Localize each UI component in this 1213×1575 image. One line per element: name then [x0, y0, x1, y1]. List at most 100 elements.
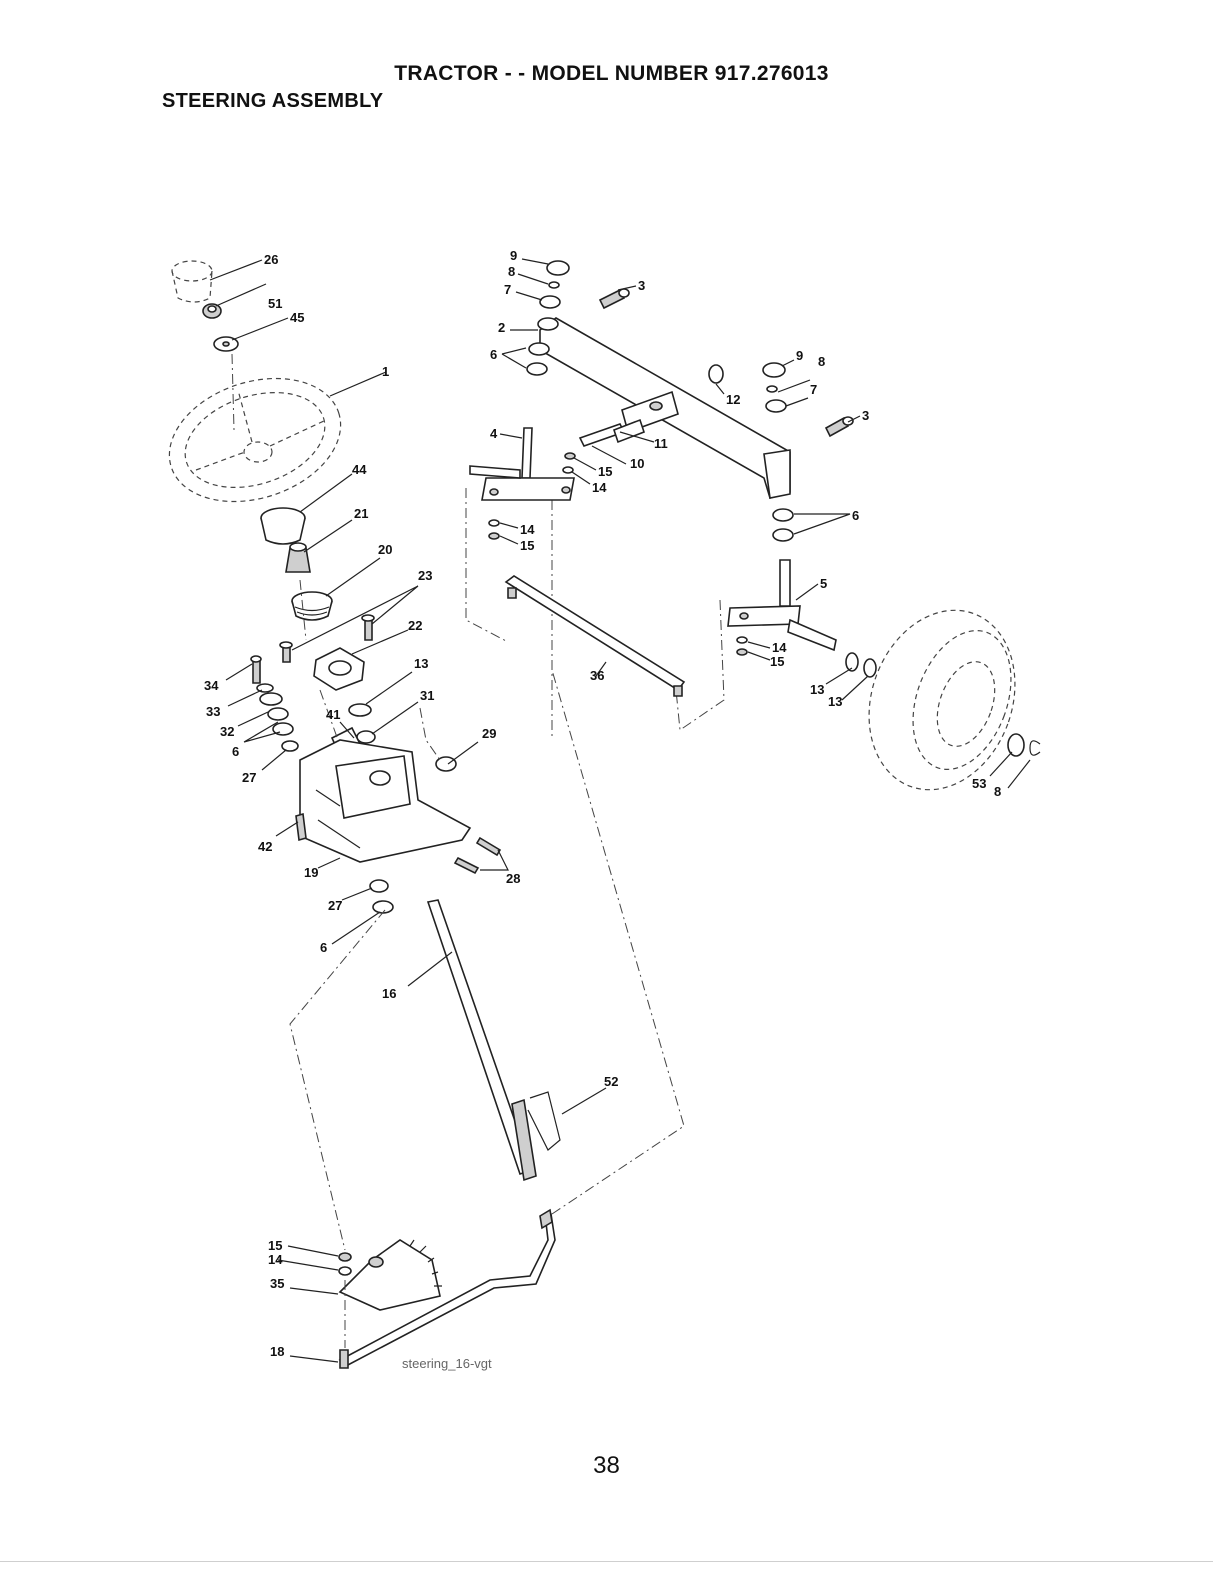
callout: 3	[862, 408, 869, 423]
callout: 27	[328, 898, 342, 913]
callout: 33	[206, 704, 220, 719]
washer-part	[1008, 734, 1024, 756]
bottom-rule	[0, 1561, 1213, 1562]
bearing-flange-part	[314, 648, 364, 690]
callout: 14	[592, 480, 607, 495]
callout: 51	[268, 296, 282, 311]
nut-part	[339, 1253, 351, 1261]
callout: 13	[828, 694, 842, 709]
sector-gear-part	[340, 1240, 442, 1310]
bushing-part	[370, 880, 388, 892]
bearing-part	[529, 343, 549, 355]
callout: 45	[290, 310, 304, 325]
bushing-part	[709, 365, 723, 383]
callout: 12	[726, 392, 740, 407]
callout: 5	[820, 576, 827, 591]
washer-part	[349, 704, 371, 716]
washer-part	[540, 296, 560, 308]
grease-fitting-part	[826, 417, 853, 436]
steering-shaft-part	[428, 900, 536, 1180]
bushing-part	[357, 731, 375, 743]
front-tire-part	[845, 590, 1039, 811]
callout: 18	[270, 1344, 284, 1359]
callout: 22	[408, 618, 422, 633]
callout: 14	[520, 522, 535, 537]
washer-part	[563, 467, 573, 473]
front-axle-part	[538, 318, 790, 498]
cap-part	[763, 363, 785, 377]
callout: 44	[352, 462, 367, 477]
callout: 15	[770, 654, 784, 669]
spacer-part	[268, 708, 288, 720]
callout: 6	[490, 347, 497, 362]
bearing-part	[527, 363, 547, 375]
callout: 21	[354, 506, 368, 521]
spindle-part	[470, 428, 574, 500]
screw-part	[455, 858, 478, 873]
callout: 8	[994, 784, 1001, 799]
callout: 23	[418, 568, 432, 583]
washer-part	[339, 1267, 351, 1275]
callout: 35	[270, 1276, 284, 1291]
steering-adapter-part	[286, 543, 310, 572]
retainer-clip-part	[1030, 741, 1040, 755]
callout: 20	[378, 542, 392, 557]
callout: 11	[654, 436, 668, 451]
callout: 7	[810, 382, 817, 397]
bearing-part	[773, 529, 793, 541]
callout: 36	[590, 668, 604, 683]
bearing-part	[373, 901, 393, 913]
callout: 10	[630, 456, 644, 471]
callout: 32	[220, 724, 234, 739]
callout: 13	[810, 682, 824, 697]
callout: 6	[232, 744, 239, 759]
nut-part	[203, 304, 221, 318]
steering-cap-part	[172, 261, 212, 302]
retainer-part	[767, 386, 777, 392]
washer-part	[737, 637, 747, 643]
callout: 19	[304, 865, 318, 880]
callout: 42	[258, 839, 272, 854]
drawing-reference: steering_16-vgt	[402, 1356, 492, 1371]
callout: 9	[796, 348, 803, 363]
callout: 14	[268, 1252, 283, 1267]
page-number: 38	[0, 1452, 1213, 1480]
grease-fitting-part	[600, 289, 629, 308]
callout: 3	[638, 278, 645, 293]
callout: 34	[204, 678, 219, 693]
callout: 6	[852, 508, 859, 523]
callout: 53	[972, 776, 986, 791]
callout: 16	[382, 986, 396, 1001]
screw-part	[477, 838, 500, 855]
callout: 15	[520, 538, 534, 553]
steering-boot-part	[261, 508, 305, 544]
callout: 6	[320, 940, 327, 955]
callout: 8	[818, 354, 825, 369]
washer-part	[766, 400, 786, 412]
callout: 7	[504, 282, 511, 297]
nut-part	[737, 649, 747, 655]
bellows-part	[292, 592, 332, 620]
callout: 9	[510, 248, 517, 263]
callout: 28	[506, 871, 520, 886]
callout: 52	[604, 1074, 618, 1089]
callout: 15	[268, 1238, 282, 1253]
washer-part	[489, 520, 499, 526]
cap-part	[547, 261, 569, 275]
washer-part	[864, 659, 876, 677]
retainer-part	[549, 282, 559, 288]
callout: 8	[508, 264, 515, 279]
bearing-part	[773, 509, 793, 521]
callout: 14	[772, 640, 787, 655]
nut-part	[565, 453, 575, 459]
callout: 13	[414, 656, 428, 671]
assembly-guide-lines	[232, 354, 724, 1348]
washer-part	[260, 693, 282, 705]
callout: 29	[482, 726, 496, 741]
callout: 4	[490, 426, 498, 441]
callout: 2	[498, 320, 505, 335]
clip-part	[528, 1092, 560, 1150]
callout: 31	[420, 688, 434, 703]
callout: 1	[382, 364, 389, 379]
bolt-part	[340, 1350, 348, 1368]
